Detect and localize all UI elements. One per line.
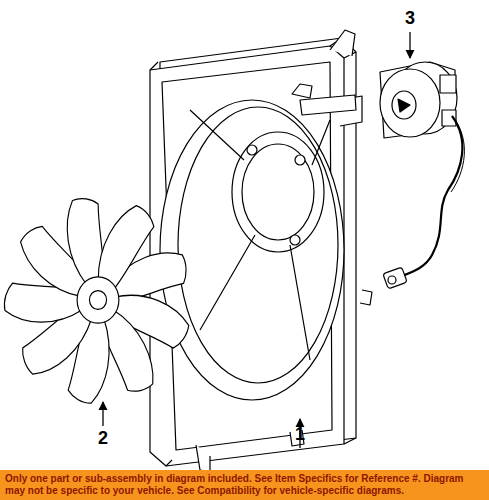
motor-wire-harness xyxy=(383,116,465,289)
notice-text: Only one part or sub-assembly in diagram… xyxy=(5,473,484,497)
callout-number: 3 xyxy=(400,8,420,28)
fan-hub-center xyxy=(89,291,106,310)
fan-shroud xyxy=(138,30,372,472)
fan-hub xyxy=(77,277,119,323)
callout-leaders xyxy=(103,32,410,448)
callout-number: 2 xyxy=(93,428,113,448)
callout-number: 1 xyxy=(290,424,310,444)
fan-blade xyxy=(4,195,192,406)
fan-motor xyxy=(380,62,457,138)
notice-band: Only one part or sub-assembly in diagram… xyxy=(0,470,489,500)
